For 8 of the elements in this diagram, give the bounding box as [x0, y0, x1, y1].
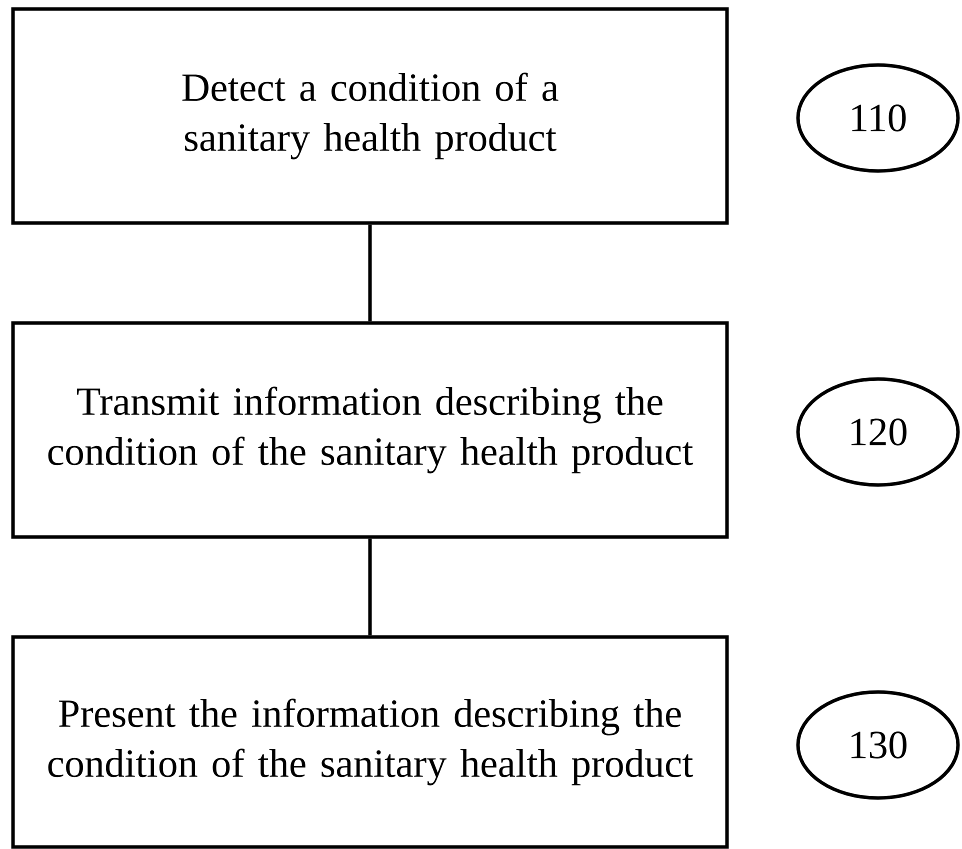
- connector-line: [368, 538, 372, 636]
- process-box: Detect a condition of a sanitary health product: [11, 7, 729, 225]
- process-box: Transmit information describing the condition of the sanitary health product: [11, 321, 729, 539]
- step-number-oval: 130: [796, 690, 960, 800]
- connector-line: [368, 224, 372, 322]
- process-box: Present the information describing the condition of the sanitary health product: [11, 635, 729, 849]
- step-number-oval: 120: [796, 377, 960, 487]
- step-number-oval: 110: [796, 63, 960, 173]
